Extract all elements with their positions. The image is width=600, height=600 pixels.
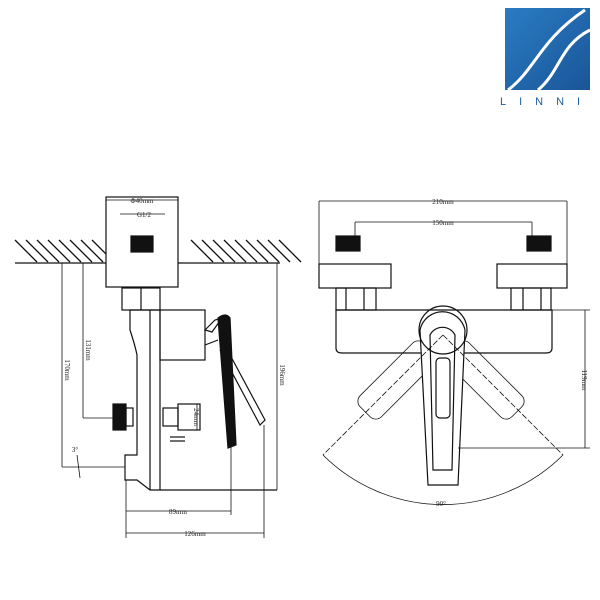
hatch-line: [190, 239, 214, 263]
dim-connector: 24mm: [192, 408, 200, 426]
hatch-line: [234, 239, 258, 263]
hatch-line: [267, 239, 291, 263]
hatch-line: [201, 239, 225, 263]
dimension-lines: [61, 199, 278, 538]
dimension-lines: [318, 200, 590, 505]
dim-total-width: 210mm: [432, 198, 454, 206]
dim-inlet-height: 131mm: [84, 339, 92, 361]
dim-handle-depth: 89mm: [169, 508, 187, 516]
dim-rotation-angle: 90°: [436, 500, 446, 508]
hatch-line: [80, 239, 104, 263]
dim-center-distance: 150mm: [432, 219, 454, 227]
dim-angle: 3°: [72, 446, 79, 454]
right-inlet-nut: [526, 235, 552, 252]
hatch-line: [245, 239, 269, 263]
hatch-line: [58, 239, 82, 263]
dim-body-height: 119mm: [580, 369, 588, 391]
hatch-line: [14, 239, 38, 263]
dim-mount-diameter: Φ40mm: [130, 197, 154, 205]
hatch-line: [36, 239, 60, 263]
valve-block: [159, 309, 206, 361]
hatch-line: [69, 239, 93, 263]
rotation-arc: [322, 454, 564, 505]
hatch-line: [278, 239, 302, 263]
hatch-line: [256, 239, 280, 263]
dim-total-depth: 126mm: [184, 530, 206, 538]
faucet-body: [124, 309, 161, 491]
left-inlet-nut: [335, 235, 361, 252]
dim-thread: G1/2: [137, 211, 152, 219]
inlet-nut: [130, 235, 154, 253]
wall-hatching: [14, 239, 302, 264]
hatch-line: [212, 239, 236, 263]
brand-name: LINNI: [500, 96, 594, 108]
dim-outlet-height: 170mm: [63, 359, 71, 381]
handle: [419, 311, 466, 486]
handle-lever: [217, 314, 237, 449]
hatch-line: [25, 239, 49, 263]
hatch-line: [223, 239, 247, 263]
hatch-line: [47, 239, 71, 263]
dim-total-height: 196mm: [278, 364, 286, 386]
crossbar: [335, 309, 553, 354]
